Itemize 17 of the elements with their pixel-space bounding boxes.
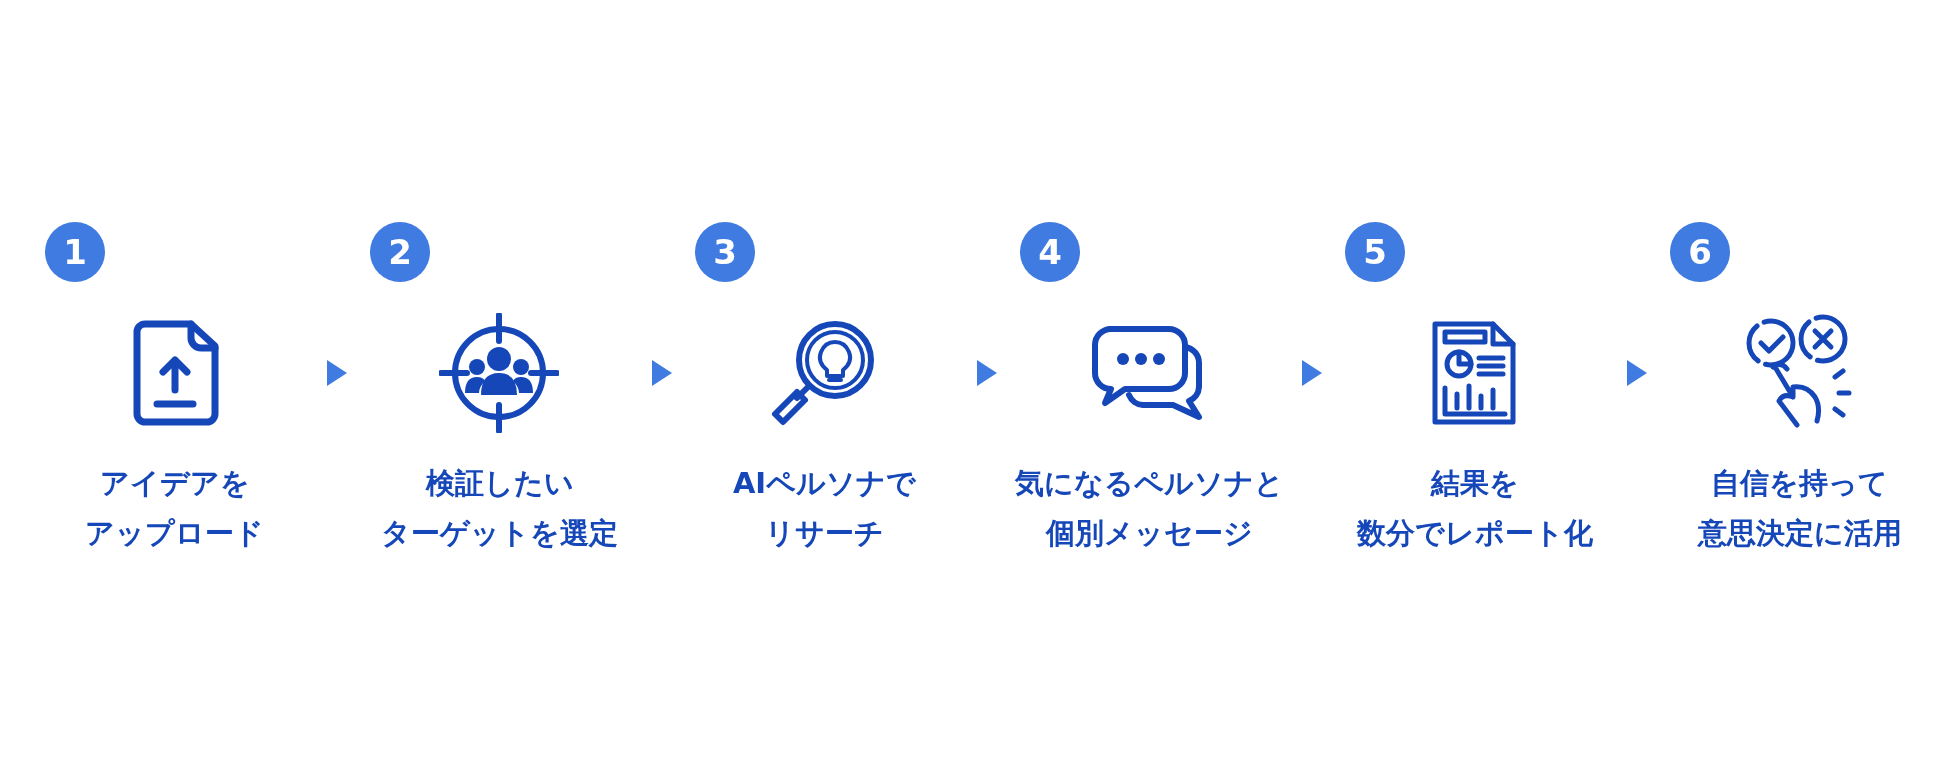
step-number: 1 bbox=[45, 222, 105, 282]
step-label: 検証したいターゲットを選定 bbox=[380, 465, 619, 552]
step-label: アイデアをアップロード bbox=[84, 465, 265, 552]
step-label: 結果を数分でレポート化 bbox=[1355, 465, 1594, 552]
step-number: 4 bbox=[1020, 222, 1080, 282]
step-number: 6 bbox=[1670, 222, 1730, 282]
arrow bbox=[652, 360, 672, 386]
step-number: 5 bbox=[1345, 222, 1405, 282]
arrow bbox=[977, 360, 997, 386]
arrow bbox=[327, 360, 347, 386]
arrow bbox=[1302, 360, 1322, 386]
step-label: 自信を持って意思決定に活用 bbox=[1696, 465, 1903, 552]
step-label: AIペルソナでリサーチ bbox=[731, 465, 918, 552]
arrow bbox=[1627, 360, 1647, 386]
step-label: 気になるペルソナと個別メッセージ bbox=[1014, 465, 1285, 552]
step-number: 3 bbox=[695, 222, 755, 282]
step-number: 2 bbox=[370, 222, 430, 282]
